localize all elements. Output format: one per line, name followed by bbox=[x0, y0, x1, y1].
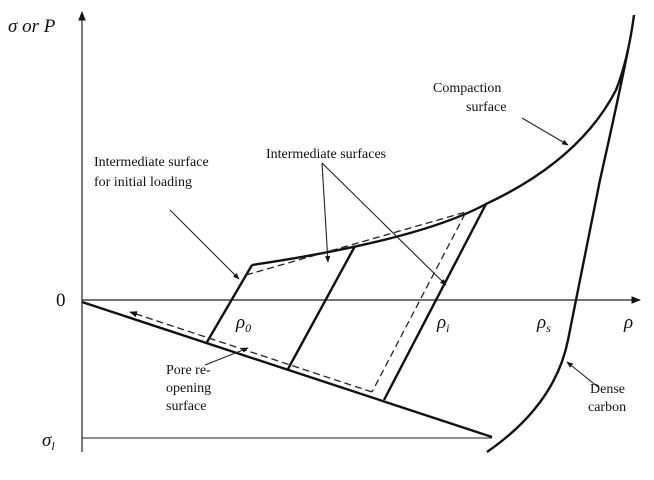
initial-loading-line bbox=[205, 264, 254, 343]
rho-0-label: ρ0 bbox=[235, 312, 251, 335]
pore-label-line1: Pore re- bbox=[166, 363, 211, 378]
pore-pointer bbox=[204, 347, 249, 366]
intermediate-line-middle bbox=[286, 245, 357, 370]
initial-surface-label-line2: for initial loading bbox=[94, 175, 192, 190]
pore-reopening-line bbox=[81, 300, 493, 439]
initial-surface-label-line1: Intermediate surface bbox=[94, 155, 209, 170]
x-axis-label: ρ bbox=[623, 312, 633, 333]
compaction-label-line1: Compaction bbox=[433, 81, 501, 96]
rho-s-label: ρs bbox=[536, 312, 551, 335]
intermediate-surfaces-label: Intermediate surfaces bbox=[266, 147, 386, 162]
origin-label: 0 bbox=[56, 290, 66, 311]
pore-label-line2: opening bbox=[166, 381, 211, 396]
dashed-return-path bbox=[129, 311, 373, 393]
dense-carbon-curve bbox=[486, 49, 630, 453]
dashed-loading-path bbox=[245, 210, 468, 393]
y-axis-label: σ or P bbox=[8, 16, 56, 37]
intermediate-line-right bbox=[382, 203, 488, 401]
rho-i-label: ρi bbox=[436, 312, 449, 335]
initial-surface-pointer bbox=[169, 209, 240, 280]
compaction-surface-curve bbox=[251, 14, 636, 267]
intermediate-pointer-right bbox=[321, 162, 447, 286]
intermediate-pointer-left bbox=[321, 162, 331, 263]
tension-limit-label: σl bbox=[42, 430, 55, 453]
dense-carbon-label-line1: Dense bbox=[590, 382, 625, 397]
pore-label-line3: surface bbox=[166, 399, 206, 414]
compaction-label-line2: surface bbox=[466, 100, 506, 115]
dense-carbon-pointer bbox=[566, 361, 599, 388]
compaction-pointer bbox=[521, 117, 569, 146]
dense-carbon-label-line2: carbon bbox=[588, 400, 626, 415]
